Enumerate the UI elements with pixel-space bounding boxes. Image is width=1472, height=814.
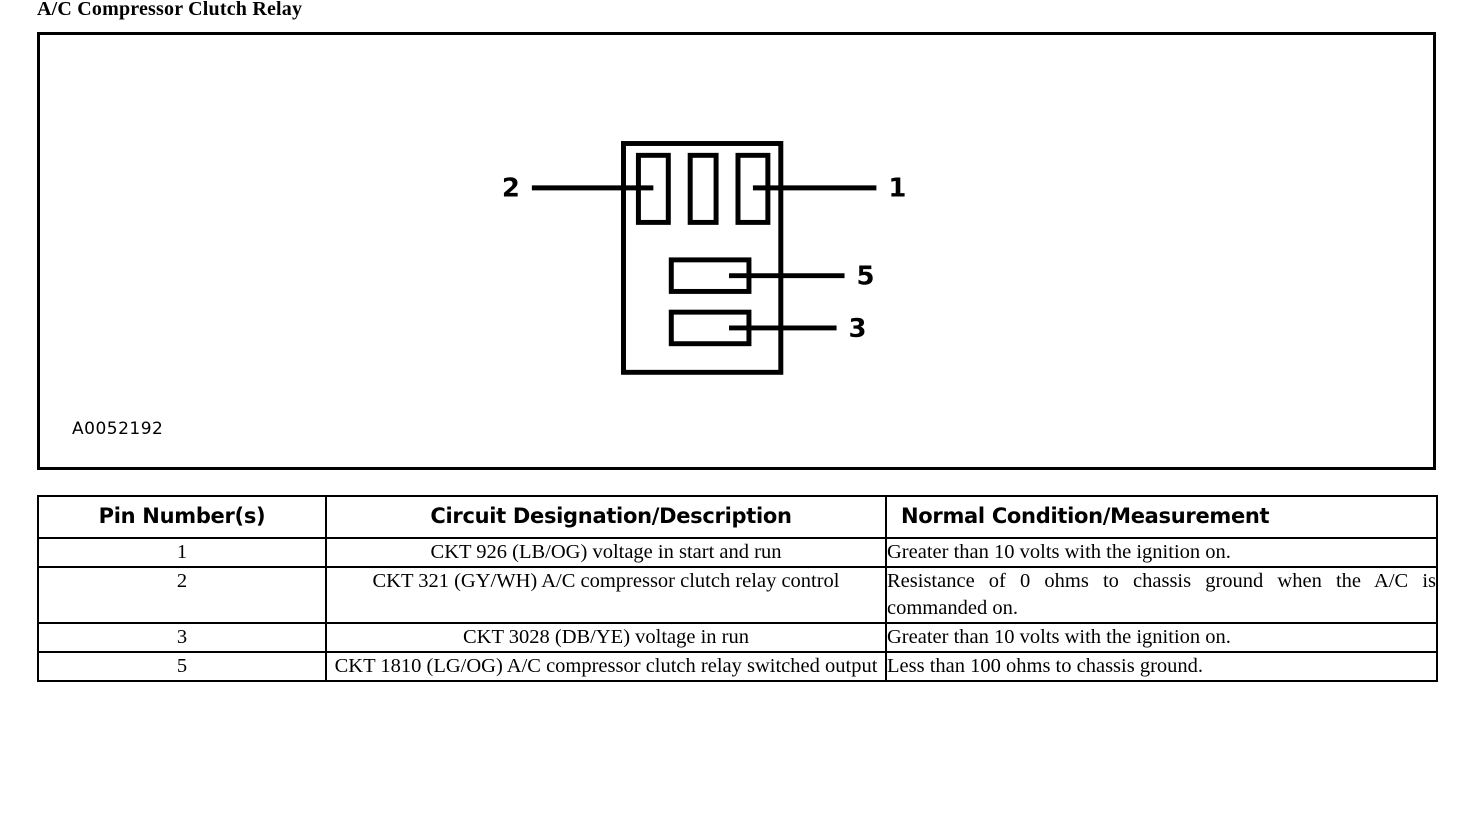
diagram-panel: 2 1 5 3 A0052192 [37,32,1436,470]
page-title: A/C Compressor Clutch Relay [37,0,303,20]
callout-label-pin-5: 5 [856,262,874,292]
callout-label-pin-2: 2 [502,174,520,204]
table-row: 1 CKT 926 (LB/OG) voltage in start and r… [37,536,1438,569]
column-header-pin-number: Pin Number(s) [37,495,327,539]
cell-condition: Greater than 10 volts with the ignition … [885,622,1438,654]
cell-description: CKT 321 (GY/WH) A/C compressor clutch re… [325,566,887,625]
callout-label-pin-3: 3 [849,314,867,344]
cell-pin-number: 2 [37,566,327,625]
column-header-description: Circuit Designation/Description [325,495,887,539]
cell-pin-number: 3 [37,622,327,654]
cell-description: CKT 926 (LB/OG) voltage in start and run [325,536,887,569]
cell-condition: Greater than 10 volts with the ignition … [885,536,1438,569]
cell-condition: Less than 100 ohms to chassis ground. [885,651,1438,683]
terminal-slot-center-blade [687,152,719,225]
relay-connector-diagram: 2 1 5 3 [502,141,906,375]
table-row: 2 CKT 321 (GY/WH) A/C compressor clutch … [37,566,1438,625]
cell-pin-number: 5 [37,651,327,683]
table-row: 5 CKT 1810 (LG/OG) A/C compressor clutch… [37,651,1438,683]
cell-description: CKT 3028 (DB/YE) voltage in run [325,622,887,654]
connector-body-outline [620,141,784,375]
table-row: 3 CKT 3028 (DB/YE) voltage in run Greate… [37,622,1438,654]
table-header-row: Pin Number(s) Circuit Designation/Descri… [37,495,1438,539]
pin-assignment-table: Pin Number(s) Circuit Designation/Descri… [37,495,1438,683]
figure-id-label: A0052192 [72,419,164,439]
cell-description: CKT 1810 (LG/OG) A/C compressor clutch r… [325,651,887,683]
callout-label-pin-1: 1 [888,174,906,204]
column-header-condition: Normal Condition/Measurement [885,495,1438,539]
cell-pin-number: 1 [37,536,327,569]
cell-condition: Resistance of 0 ohms to chassis ground w… [885,566,1438,625]
